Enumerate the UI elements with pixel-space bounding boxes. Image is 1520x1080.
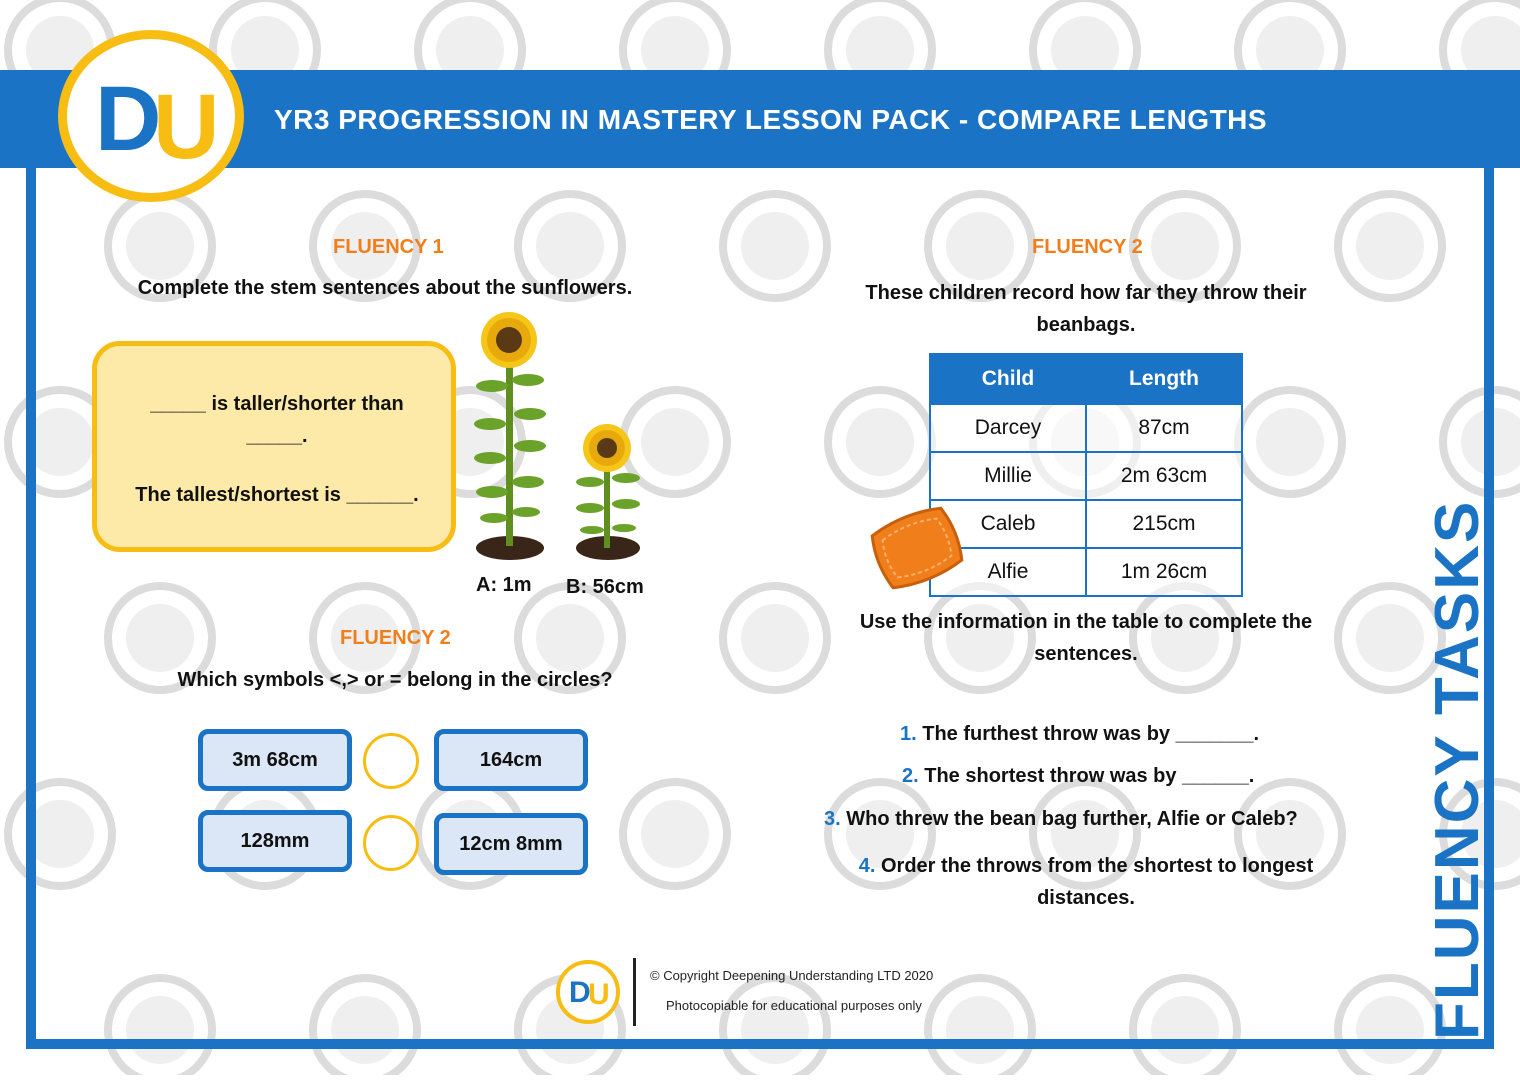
table-cell: 2m 63cm xyxy=(1085,451,1243,501)
watermark-mark xyxy=(104,974,216,1080)
question-number: 3. xyxy=(824,808,841,830)
table-cell: Darcey xyxy=(929,403,1087,453)
table-cell: 215cm xyxy=(1085,499,1243,549)
question-2: 2. The shortest throw was by ______. xyxy=(902,765,1254,788)
table-row: Caleb 215cm xyxy=(929,499,1243,549)
footer-copyright: © Copyright Deepening Understanding LTD … xyxy=(650,968,934,983)
beanbag-image xyxy=(870,506,964,590)
question-number: 1. xyxy=(900,723,917,745)
logo: D U xyxy=(58,30,244,202)
length-box: 128mm xyxy=(198,810,352,872)
question-1: 1. The furthest throw was by _______. xyxy=(900,723,1259,746)
table-row: Alfie 1m 26cm xyxy=(929,547,1243,597)
table-cell: Millie xyxy=(929,451,1087,501)
stem-sentence-box: _____ is taller/shorter than _____. The … xyxy=(92,341,456,552)
watermark-mark xyxy=(1234,386,1346,498)
side-title: FLUENCY TASKS xyxy=(1423,499,1492,1040)
watermark-mark xyxy=(824,386,936,498)
fluency2-left-instruction: Which symbols <,> or = belong in the cir… xyxy=(177,669,613,691)
stem-sentence-2: The tallest/shortest is ______. xyxy=(135,484,419,506)
footer-logo-letter-d: D xyxy=(569,976,591,1009)
symbol-circle[interactable] xyxy=(363,815,419,871)
question-text: Order the throws from the shortest to lo… xyxy=(880,855,1314,909)
stem-sentence-1: _____ is taller/shorter than _____. xyxy=(150,393,404,447)
table-header: Child xyxy=(929,353,1087,405)
watermark-mark xyxy=(619,778,731,890)
length-box: 12cm 8mm xyxy=(434,813,588,875)
watermark-mark xyxy=(1439,386,1520,498)
question-3: 3. Who threw the bean bag further, Alfie… xyxy=(824,808,1298,831)
footer-logo-letter-u: U xyxy=(588,978,610,1011)
frame-bottom xyxy=(26,1039,1494,1049)
fluency2-right-title: FLUENCY 2 xyxy=(1032,236,1143,258)
page-title: YR3 PROGRESSION IN MASTERY LESSON PACK -… xyxy=(274,104,1268,135)
fluency2-right-instruction: These children record how far they throw… xyxy=(865,282,1307,336)
fluency2-left-title: FLUENCY 2 xyxy=(340,627,451,649)
footer-logo: D U xyxy=(556,960,620,1024)
watermark-mark xyxy=(719,582,831,694)
fluency1-title: FLUENCY 1 xyxy=(333,236,444,258)
symbol-circle[interactable] xyxy=(363,733,419,789)
frame-right xyxy=(1484,168,1494,1048)
fluency1-instruction: Complete the stem sentences about the su… xyxy=(137,277,633,299)
frame-left xyxy=(26,168,36,1048)
question-text: The shortest throw was by ______. xyxy=(924,765,1255,787)
table-row: Millie 2m 63cm xyxy=(929,451,1243,501)
watermark-mark xyxy=(719,190,831,302)
watermark-mark xyxy=(1129,974,1241,1080)
watermark-mark xyxy=(719,974,831,1080)
question-number: 4. xyxy=(858,855,876,877)
sunflower-a-image xyxy=(474,312,546,560)
question-number: 2. xyxy=(902,765,919,787)
sunflower-b-label: B: 56cm xyxy=(566,576,644,598)
sunflower-a-label: A: 1m xyxy=(476,574,532,596)
table-cell: 1m 26cm xyxy=(1085,547,1243,597)
question-text: Who threw the bean bag further, Alfie or… xyxy=(846,808,1298,830)
table-cell: 87cm xyxy=(1085,403,1243,453)
logo-letter-d: D xyxy=(95,68,162,170)
table-row: Darcey 87cm xyxy=(929,403,1243,453)
footer-divider xyxy=(633,958,636,1026)
question-text: The furthest throw was by _______. xyxy=(922,723,1260,745)
logo-letter-u: U xyxy=(153,76,220,178)
sunflower-b-image xyxy=(576,424,640,560)
length-box: 164cm xyxy=(434,729,588,791)
watermark-mark xyxy=(309,974,421,1080)
watermark-mark xyxy=(4,778,116,890)
header-bar xyxy=(0,70,1520,168)
footer-note: Photocopiable for educational purposes o… xyxy=(666,998,922,1013)
table-header: Length xyxy=(1085,353,1243,405)
watermark-mark xyxy=(924,974,1036,1080)
throw-table: Child Length Darcey 87cm Millie 2m 63cm … xyxy=(929,353,1243,597)
fluency2-right-instruction-2: Use the information in the table to comp… xyxy=(859,611,1313,665)
watermark-mark xyxy=(1334,190,1446,302)
length-box: 3m 68cm xyxy=(198,729,352,791)
question-4: 4. Order the throws from the shortest to… xyxy=(830,850,1342,914)
